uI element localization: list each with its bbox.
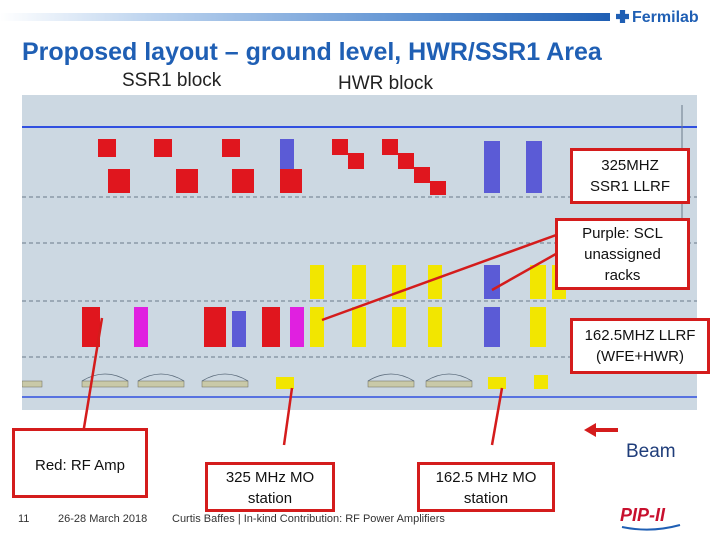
rf-amp-rack [232,169,254,193]
leader-purple [321,228,571,322]
annotation-purple-line3: racks [604,267,641,284]
beam-arrow-head [584,423,596,437]
rf-amp-rack [348,153,364,169]
rf-amp-rack [414,167,430,183]
annotation-purple-line1: Purple: SCL [582,225,663,242]
annotation-llrf-162: 162.5MHZ LLRF (WFE+HWR) [570,318,710,374]
llrf-162-rack [352,307,366,347]
llrf-162-rack [310,265,324,299]
annotation-mo-325: 325 MHz MO station [205,462,335,512]
rf-amp-rack [332,139,348,155]
pip-ii-logo-text: PIP-II [620,505,666,525]
annotation-purple: Purple: SCL unassigned racks [555,218,690,290]
annotation-rf-amp: Red: RF Amp [12,428,148,498]
leader-mo-325 [282,387,294,446]
rf-amp-rack [204,307,226,347]
footer-presenter: Curtis Baffes | In-kind Contribution: RF… [172,513,445,525]
mo-162-station [488,377,506,389]
annotation-mo-162: 162.5 MHz MO station [417,462,555,512]
rf-amp-rack [154,139,172,157]
unassigned-rack [232,311,246,347]
rf-amp-rack [262,307,280,347]
rf-amp-rack [176,169,198,193]
llrf-325-rack [290,307,304,347]
cryo-stand [367,380,415,388]
cryo-stand [137,380,185,388]
page-title: Proposed layout – ground level, HWR/SSR1… [22,38,602,66]
mo-325-station [276,377,294,389]
pip-ii-logo: PIP-II [618,503,684,533]
leader-mo-162 [490,387,504,446]
cryo-stand [201,380,249,388]
rf-amp-rack [222,139,240,157]
llrf-162-rack [352,265,366,299]
floor-plan-drawing [22,105,697,398]
pip-ii-swoosh [621,524,681,531]
rf-amp-rack [280,169,302,193]
annotation-llrf-162-line1: 162.5MHZ LLRF [584,327,696,344]
leader-rf-amp [80,317,104,441]
unassigned-rack [484,141,500,193]
ssr1-block-label: SSR1 block [122,70,222,91]
rf-amp-rack [430,181,446,195]
llrf-162-rack [530,265,546,299]
annotation-mo-162-line1: 162.5 MHz MO [435,469,537,486]
cryo-stand [81,380,129,388]
fermilab-logo-text: Fermilab [632,9,699,26]
llrf-162-rack [310,307,324,347]
unassigned-rack [484,307,500,347]
footer-date: 26-28 March 2018 [58,513,148,525]
cryo-stand [425,380,473,388]
annotation-purple-line2: unassigned [584,246,661,263]
llrf-162-rack [428,265,442,299]
rf-amp-rack [98,139,116,157]
annotation-ssr1-llrf-line2: SSR1 LLRF [589,178,671,195]
llrf-162-rack [428,307,442,347]
door-swing [81,373,473,382]
rf-amp-rack [108,169,130,193]
beam-label: Beam [626,441,676,462]
rf-amp-rack [82,307,100,347]
unassigned-rack [526,141,542,193]
annotation-llrf-162-line2: (WFE+HWR) [596,348,684,365]
annotation-mo-325-line1: 325 MHz MO [225,469,315,486]
llrf-162-rack [392,307,406,347]
annotation-ssr1-llrf-line1: 325MHZ [601,157,659,174]
llrf-325-rack [134,307,148,347]
hwr-block-label: HWR block [338,73,434,94]
rf-amp-rack [382,139,398,155]
annotation-ssr1-llrf: 325MHZ SSR1 LLRF [570,148,690,204]
unassigned-rack [484,265,500,299]
fermilab-logo: Fermilab [616,9,699,27]
page-number: 11 [18,513,30,525]
llrf-162-rack [534,375,548,389]
header-bar [0,13,610,21]
rf-amp-rack [398,153,414,169]
cryo-stand [22,380,43,388]
annotation-mo-325-line2: station [247,490,293,507]
llrf-162-rack [530,307,546,347]
pip-ii-logo-icon [621,524,681,531]
annotation-mo-162-line2: station [463,490,509,507]
